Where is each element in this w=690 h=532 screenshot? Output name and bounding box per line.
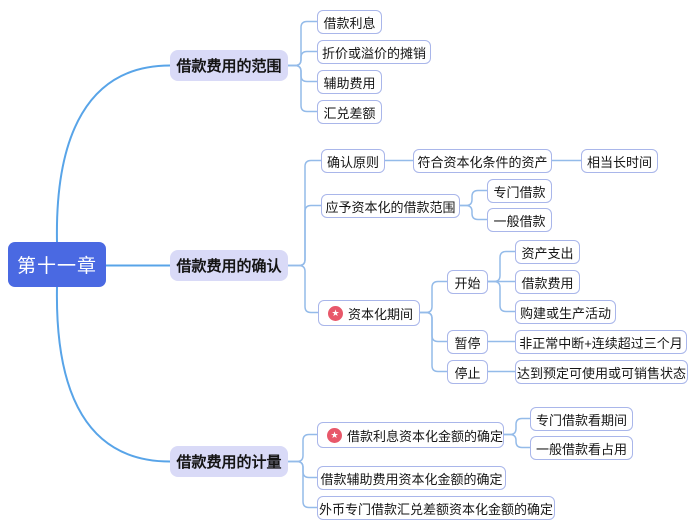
- node-construction-activity[interactable]: 购建或生产活动: [515, 300, 616, 324]
- node-ancillary-cost-capitalization-amount[interactable]: 借款辅助费用资本化金额的确定: [317, 466, 506, 490]
- node-special-borrowing-period[interactable]: 专门借款看期间: [530, 407, 633, 431]
- node-qualifying-asset[interactable]: 符合资本化条件的资产: [413, 149, 552, 173]
- node-chapter-11[interactable]: 第十一章: [8, 242, 106, 287]
- node-discount-premium-amortization[interactable]: 折价或溢价的摊销: [317, 40, 431, 64]
- node-recognition-principle[interactable]: 确认原则: [321, 149, 385, 173]
- node-borrowing-cost-incurred[interactable]: 借款费用: [515, 270, 580, 294]
- node-label: 借款利息资本化金额的确定: [347, 428, 504, 444]
- node-borrowing-interest[interactable]: 借款利息: [317, 10, 382, 34]
- node-ancillary-costs[interactable]: 辅助费用: [317, 70, 382, 94]
- node-considerably-long-time[interactable]: 相当长时间: [581, 149, 658, 173]
- node-asset-expenditure[interactable]: 资产支出: [515, 240, 580, 264]
- node-interest-capitalization-amount[interactable]: ★ 借款利息资本化金额的确定: [317, 422, 504, 448]
- node-abnormal-interruption[interactable]: 非正常中断+连续超过三个月: [515, 330, 687, 354]
- node-special-borrowing[interactable]: 专门借款: [487, 179, 552, 203]
- node-label: 资本化期间: [348, 306, 414, 322]
- node-exchange-differences[interactable]: 汇兑差额: [317, 100, 382, 124]
- node-fx-difference-capitalization-amount[interactable]: 外币专门借款汇兑差额资本化金额的确定: [317, 496, 555, 520]
- node-measurement-topic[interactable]: 借款费用的计量: [170, 446, 288, 477]
- node-scope-topic[interactable]: 借款费用的范围: [170, 50, 288, 81]
- node-general-borrowing[interactable]: 一般借款: [487, 208, 552, 232]
- node-stop[interactable]: 停止: [447, 360, 488, 384]
- connector-root-scope: [55, 64, 171, 243]
- node-general-borrowing-occupation[interactable]: 一般借款看占用: [530, 436, 633, 460]
- node-ready-for-use-or-sale[interactable]: 达到预定可使用或可销售状态: [515, 360, 688, 384]
- node-capitalization-period[interactable]: ★ 资本化期间: [318, 300, 420, 326]
- node-recognition-topic[interactable]: 借款费用的确认: [170, 250, 288, 281]
- node-suspend[interactable]: 暂停: [447, 330, 488, 354]
- node-start[interactable]: 开始: [447, 270, 488, 294]
- node-capitalizable-borrowing-scope[interactable]: 应予资本化的借款范围: [321, 194, 460, 218]
- star-priority-icon: ★: [328, 305, 343, 321]
- connector-root-measurement: [55, 286, 171, 463]
- star-priority-icon: ★: [327, 427, 342, 443]
